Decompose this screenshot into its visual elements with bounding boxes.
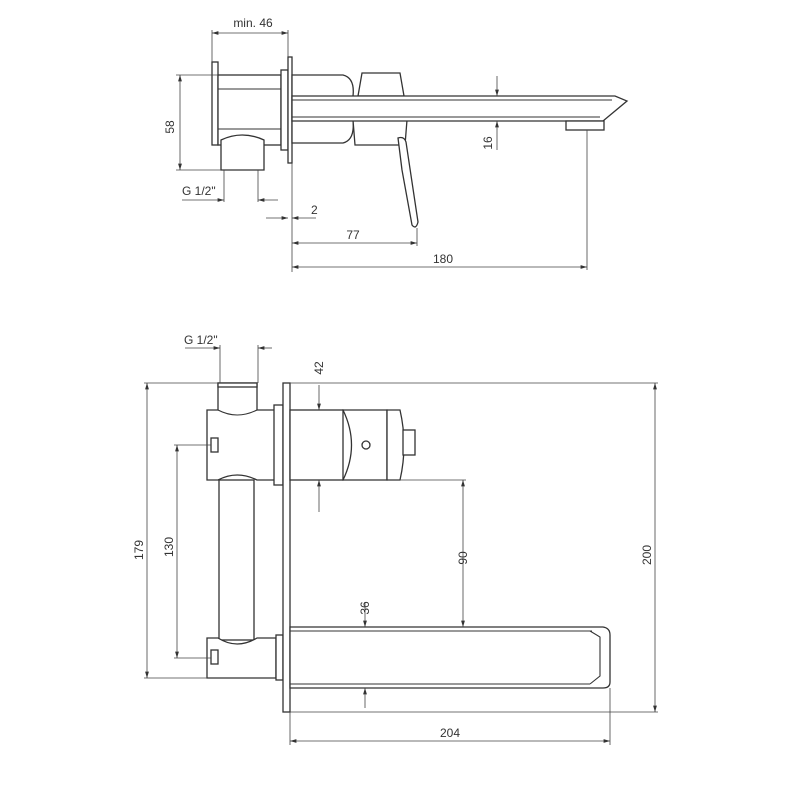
spout-front <box>289 626 611 689</box>
wall-plate-front <box>282 382 291 713</box>
dim-16: 16 <box>481 136 495 150</box>
side-view: min. 46 58 G 1/2" 2 77 180 16 <box>163 16 629 272</box>
dim-180: 180 <box>433 252 453 266</box>
handle-indicator <box>361 440 371 450</box>
side-view-body <box>211 56 629 228</box>
dim-200: 200 <box>640 545 654 565</box>
dim-g-half-side: G 1/2" <box>182 184 216 198</box>
dim-36: 36 <box>358 601 372 615</box>
dim-min-46: min. 46 <box>233 16 273 30</box>
dim-179: 179 <box>132 540 146 560</box>
lever-top <box>357 72 405 97</box>
lever-handle <box>397 136 419 228</box>
dim-2: 2 <box>311 203 318 217</box>
dim-58: 58 <box>163 120 177 134</box>
dim-204: 204 <box>440 726 460 740</box>
dim-77: 77 <box>346 228 360 242</box>
dim-g-half-front: G 1/2" <box>184 333 218 347</box>
front-view: G 1/2" 42 179 130 90 36 200 204 <box>132 333 658 745</box>
dim-42: 42 <box>312 361 326 375</box>
front-view-body <box>206 382 611 713</box>
aerator <box>565 120 605 131</box>
dim-90: 90 <box>456 551 470 565</box>
dim-130: 130 <box>162 537 176 557</box>
